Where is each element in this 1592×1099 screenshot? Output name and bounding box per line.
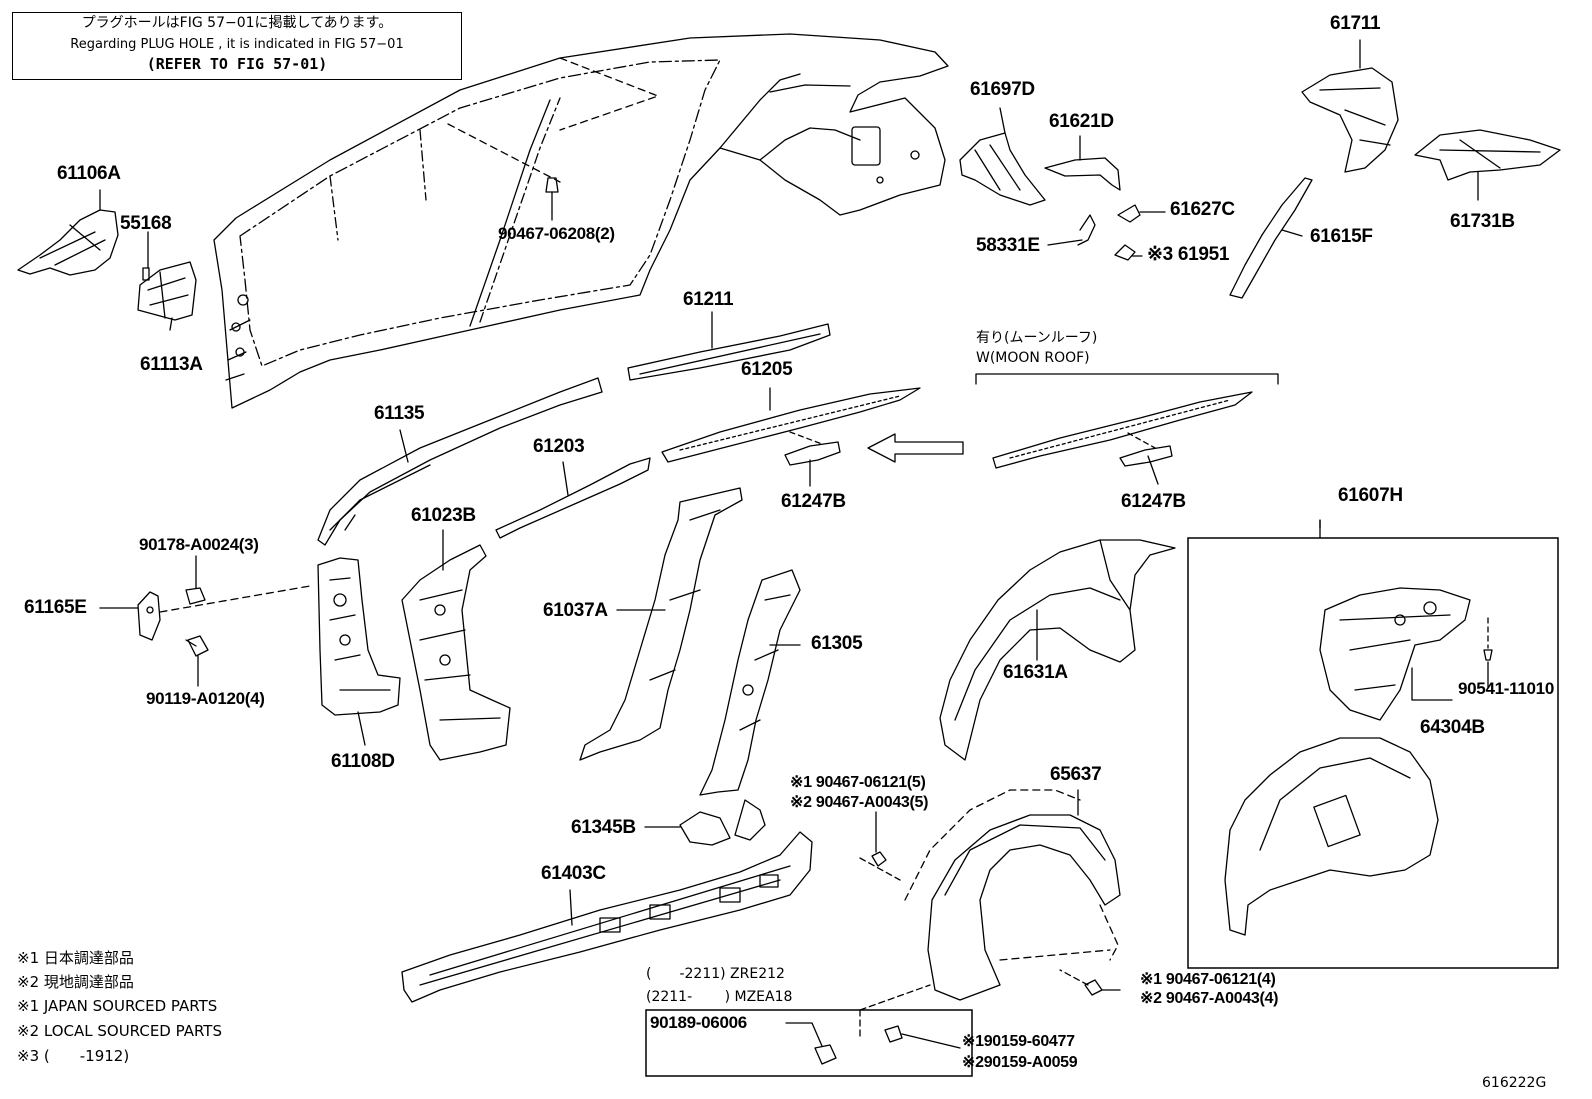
model-range-2: (2211- ) MZEA18 <box>646 989 793 1005</box>
61135-illustration <box>317 377 603 546</box>
61621D-illustration <box>1044 157 1121 191</box>
label-61403C[interactable]: 61403C <box>541 863 606 884</box>
arrow-icon <box>867 433 964 463</box>
61203-illustration <box>495 457 651 539</box>
label-nut-bottom-local[interactable]: ※2 90467-A0043(4) <box>1140 990 1279 1007</box>
61247B-b-illustration <box>1119 432 1173 467</box>
label-61247B-std[interactable]: 61247B <box>781 491 846 512</box>
bolt-90467-06208-illustration <box>545 177 559 213</box>
legend-2-en: ※2 LOCAL SOURCED PARTS <box>17 1022 222 1040</box>
label-61951[interactable]: ※3 61951 <box>1147 244 1230 265</box>
label-64304B[interactable]: 64304B <box>1420 717 1485 738</box>
61403C-illustration <box>401 831 813 1003</box>
64304B-illustration <box>1319 587 1471 721</box>
61731B-illustration <box>1414 129 1561 181</box>
61607H-frame <box>1187 537 1559 969</box>
wheelhouse-inner-illustration <box>1224 737 1439 936</box>
note-line-refer: (REFER TO FIG 57-01) <box>146 55 328 73</box>
label-61345B[interactable]: 61345B <box>571 817 636 838</box>
61108D-illustration <box>317 557 401 716</box>
61631A-illustration <box>939 539 1176 761</box>
61023B-illustration <box>401 544 511 761</box>
label-61203[interactable]: 61203 <box>533 436 585 457</box>
note-line-en: Regarding PLUG HOLE , it is indicated in… <box>70 37 404 52</box>
label-61247B-moonroof[interactable]: 61247B <box>1121 491 1186 512</box>
nut-90178-illustration <box>185 587 206 605</box>
61305-illustration <box>699 569 801 796</box>
58331E-illustration <box>1077 214 1096 246</box>
61113A-illustration <box>137 261 197 321</box>
label-61113A[interactable]: 61113A <box>140 354 203 375</box>
label-61631A[interactable]: 61631A <box>1003 662 1068 683</box>
label-58331E[interactable]: 58331E <box>976 235 1040 256</box>
61165E-illustration <box>137 591 161 641</box>
61711-illustration <box>1301 67 1399 173</box>
label-61697D[interactable]: 61697D <box>970 79 1035 100</box>
moonroof-rail-illustration <box>992 391 1253 469</box>
label-61135[interactable]: 61135 <box>374 403 425 424</box>
label-61711[interactable]: 61711 <box>1330 13 1381 34</box>
label-90467-06208[interactable]: 90467-06208(2) <box>498 224 615 243</box>
note-line-jp: プラグホールはFIG 57−01に掲載してあります。 <box>81 15 393 31</box>
label-90178-A0024[interactable]: 90178-A0024(3) <box>139 535 259 554</box>
label-65637[interactable]: 65637 <box>1050 764 1102 785</box>
61615F-illustration <box>1229 177 1313 299</box>
label-nut-top-local[interactable]: ※2 90467-A0043(5) <box>790 794 929 811</box>
label-clip-local[interactable]: ※290159-A0059 <box>962 1054 1078 1071</box>
61106A-illustration <box>17 209 119 276</box>
label-61165E[interactable]: 61165E <box>24 597 87 618</box>
label-61211[interactable]: 61211 <box>683 289 734 310</box>
61037A-illustration <box>579 487 743 761</box>
label-nut-bottom-japan[interactable]: ※1 90467-06121(4) <box>1140 971 1276 988</box>
moonroof-caption-en: W(MOON ROOF) <box>976 350 1090 366</box>
label-61108D[interactable]: 61108D <box>331 751 395 772</box>
clip-frame <box>645 1009 973 1077</box>
label-61023B[interactable]: 61023B <box>411 505 476 526</box>
plug-hole-note: プラグホールはFIG 57−01に掲載してあります。 Regarding PLU… <box>12 12 462 80</box>
61345B-illustration <box>679 799 766 846</box>
legend-3: ※3 ( -1912) <box>17 1047 130 1065</box>
label-nut-top-japan[interactable]: ※1 90467-06121(5) <box>790 774 926 791</box>
label-61627C[interactable]: 61627C <box>1170 199 1235 220</box>
label-61607H[interactable]: 61607H <box>1338 485 1403 506</box>
side-panel-outer-illustration <box>213 33 949 409</box>
label-61305[interactable]: 61305 <box>811 633 863 654</box>
label-61106A[interactable]: 61106A <box>57 163 121 184</box>
61951-illustration <box>1114 244 1136 261</box>
61247B-a-illustration <box>784 431 841 466</box>
figure-code: 616222G <box>1482 1075 1547 1091</box>
61211-illustration <box>627 323 831 381</box>
legend-1-en: ※1 JAPAN SOURCED PARTS <box>17 997 218 1015</box>
moonroof-caption-jp: 有り(ムーンルーフ) <box>976 330 1098 346</box>
65637-illustration <box>904 789 1121 1001</box>
label-61731B[interactable]: 61731B <box>1450 211 1515 232</box>
label-61037A[interactable]: 61037A <box>543 600 608 621</box>
label-61615F[interactable]: 61615F <box>1310 226 1373 247</box>
label-61205[interactable]: 61205 <box>741 359 793 380</box>
bolt-90119-illustration <box>185 635 209 657</box>
label-90189-06006[interactable]: 90189-06006 <box>650 1013 747 1032</box>
legend-1-jp: ※1 日本調達部品 <box>17 949 134 967</box>
label-90119-A0120[interactable]: 90119-A0120(4) <box>146 689 265 708</box>
61627C-illustration <box>1117 204 1141 223</box>
label-clip-japan[interactable]: ※190159-60477 <box>962 1033 1075 1050</box>
label-61621D[interactable]: 61621D <box>1049 111 1114 132</box>
label-55168[interactable]: 55168 <box>120 213 172 234</box>
label-90541-11010[interactable]: 90541-11010 <box>1458 679 1554 698</box>
legend-2-jp: ※2 現地調達部品 <box>17 973 134 991</box>
61205-illustration <box>661 387 921 463</box>
61697D-illustration <box>959 132 1046 206</box>
model-range-1: ( -2211) ZRE212 <box>646 966 785 982</box>
